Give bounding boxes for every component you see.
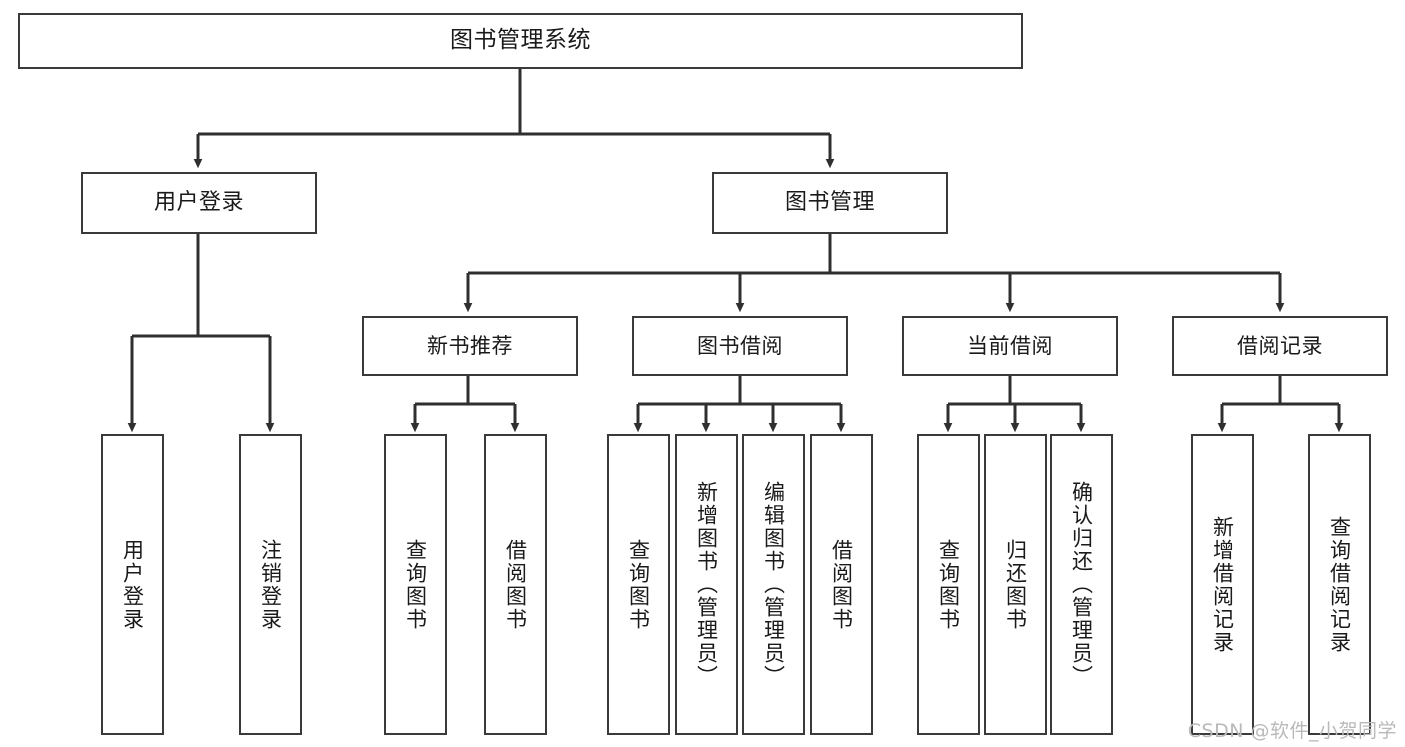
leaf-borrow-edit-book-label: 编辑图书（管理员） <box>761 481 786 688</box>
node-user-login[interactable]: 用户登录 <box>81 172 317 234</box>
node-book-borrow-label: 图书借阅 <box>697 333 783 358</box>
leaf-record-add[interactable]: 新增借阅记录 <box>1191 434 1254 735</box>
leaf-borrow-edit-book[interactable]: 编辑图书（管理员） <box>742 434 805 735</box>
node-user-login-label: 用户登录 <box>153 190 244 216</box>
node-book-borrow[interactable]: 图书借阅 <box>632 316 848 376</box>
leaf-user-login-login-label: 用户登录 <box>120 538 145 631</box>
node-book-management-label: 图书管理 <box>784 190 875 216</box>
leaf-new-book-borrow[interactable]: 借阅图书 <box>484 434 547 735</box>
leaf-user-login-login[interactable]: 用户登录 <box>101 434 164 735</box>
leaf-new-book-query[interactable]: 查询图书 <box>384 434 447 735</box>
leaf-current-query-book[interactable]: 查询图书 <box>917 434 980 735</box>
leaf-borrow-borrow-book-label: 借阅图书 <box>829 538 854 631</box>
leaf-record-query-label: 查询借阅记录 <box>1327 515 1352 654</box>
leaf-record-add-label: 新增借阅记录 <box>1210 515 1235 654</box>
leaf-current-confirm-return-label: 确认归还（管理员） <box>1069 481 1094 688</box>
node-borrow-record[interactable]: 借阅记录 <box>1172 316 1388 376</box>
leaf-current-return-book[interactable]: 归还图书 <box>984 434 1047 735</box>
leaf-user-login-logout-label: 注销登录 <box>258 538 283 631</box>
leaf-current-query-book-label: 查询图书 <box>936 538 961 631</box>
node-new-book-recommend[interactable]: 新书推荐 <box>362 316 578 376</box>
node-borrow-record-label: 借阅记录 <box>1237 333 1323 358</box>
leaf-record-query[interactable]: 查询借阅记录 <box>1308 434 1371 735</box>
node-current-borrow-label: 当前借阅 <box>967 333 1053 358</box>
node-new-book-recommend-label: 新书推荐 <box>427 333 513 358</box>
node-current-borrow[interactable]: 当前借阅 <box>902 316 1118 376</box>
leaf-borrow-borrow-book[interactable]: 借阅图书 <box>810 434 873 735</box>
leaf-borrow-add-book[interactable]: 新增图书（管理员） <box>675 434 738 735</box>
node-book-management[interactable]: 图书管理 <box>712 172 948 234</box>
leaf-current-return-book-label: 归还图书 <box>1003 538 1028 631</box>
leaf-new-book-query-label: 查询图书 <box>403 538 428 631</box>
leaf-user-login-logout[interactable]: 注销登录 <box>239 434 302 735</box>
node-root[interactable]: 图书管理系统 <box>18 13 1023 69</box>
leaf-current-confirm-return[interactable]: 确认归还（管理员） <box>1050 434 1113 735</box>
leaf-borrow-add-book-label: 新增图书（管理员） <box>694 481 719 688</box>
leaf-borrow-query-book-label: 查询图书 <box>626 538 651 631</box>
node-root-label: 图书管理系统 <box>450 27 591 54</box>
watermark: CSDN @软件_小贺同学 <box>1187 720 1397 742</box>
leaf-new-book-borrow-label: 借阅图书 <box>503 538 528 631</box>
leaf-borrow-query-book[interactable]: 查询图书 <box>607 434 670 735</box>
